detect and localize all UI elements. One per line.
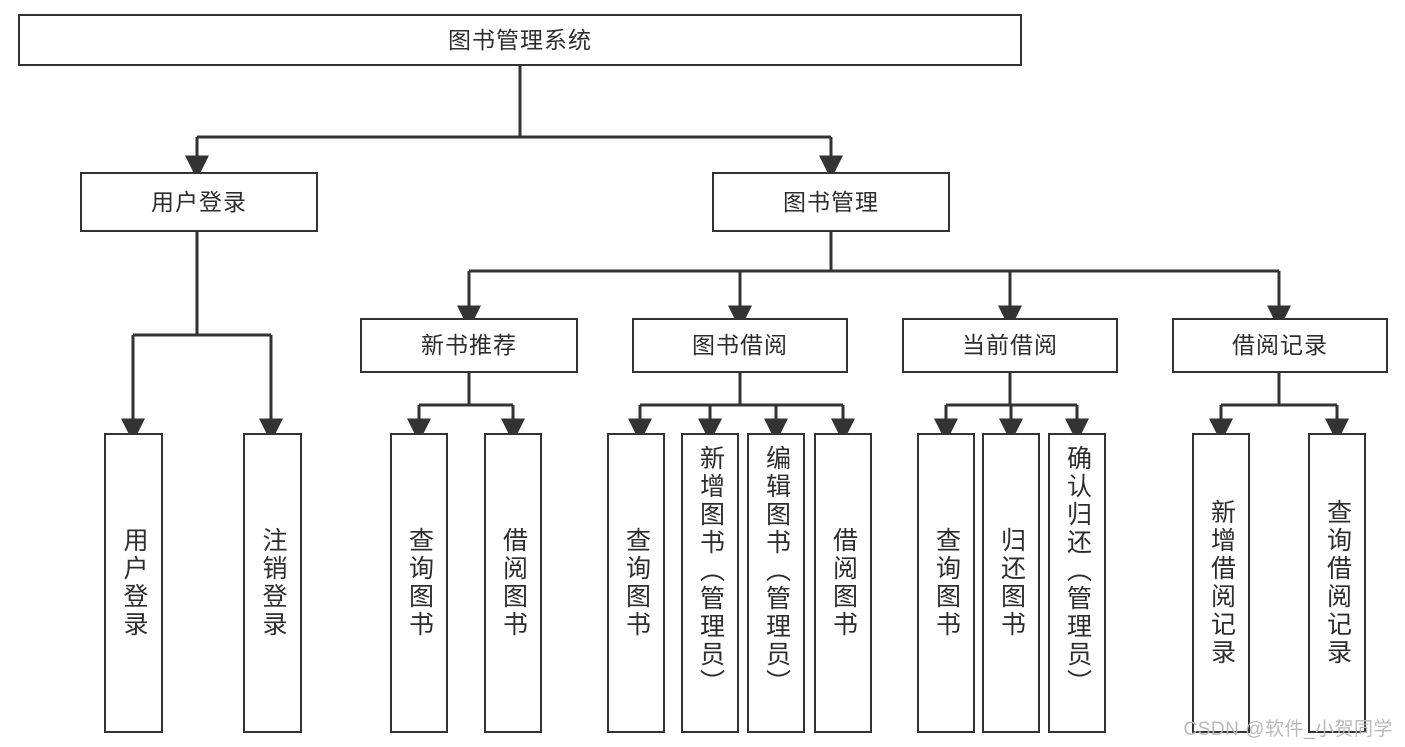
node-label: 确认归还（管理员） — [1063, 445, 1092, 697]
leaf-edit-book[interactable]: 编辑图书（管理员） — [747, 433, 805, 733]
node-label: 注销登录 — [259, 527, 287, 639]
node-label: 用户登录 — [151, 188, 247, 215]
node-new-book-recommend[interactable]: 新书推荐 — [360, 318, 578, 373]
node-label: 查询图书 — [405, 527, 434, 639]
node-label: 借阅图书 — [499, 527, 528, 639]
node-label: 图书管理系统 — [448, 26, 592, 53]
node-book-borrow[interactable]: 图书借阅 — [632, 318, 848, 373]
node-user-login[interactable]: 用户登录 — [80, 172, 318, 232]
node-label: 查询图书 — [622, 527, 651, 639]
leaf-return-book[interactable]: 归还图书 — [982, 433, 1040, 733]
leaf-user-login[interactable]: 用户登录 — [104, 433, 163, 733]
leaf-add-book[interactable]: 新增图书（管理员） — [681, 433, 739, 733]
leaf-logout-login[interactable]: 注销登录 — [243, 433, 302, 733]
leaf-borrow-book-1[interactable]: 借阅图书 — [484, 433, 542, 733]
leaf-confirm-return[interactable]: 确认归还（管理员） — [1048, 433, 1106, 733]
node-label: 新书推荐 — [421, 332, 517, 359]
node-root-system[interactable]: 图书管理系统 — [18, 14, 1022, 66]
leaf-query-book-2[interactable]: 查询图书 — [607, 433, 665, 733]
leaf-query-record[interactable]: 查询借阅记录 — [1308, 433, 1366, 733]
node-label: 编辑图书（管理员） — [762, 445, 791, 697]
node-label: 借阅记录 — [1232, 332, 1328, 359]
node-label: 新增借阅记录 — [1207, 499, 1236, 667]
node-label: 查询借阅记录 — [1323, 499, 1352, 667]
node-label: 用户登录 — [120, 527, 148, 639]
node-label: 新增图书（管理员） — [696, 445, 725, 697]
watermark-text: CSDN @软件_小贺同学 — [1183, 719, 1393, 740]
leaf-query-book-1[interactable]: 查询图书 — [390, 433, 448, 733]
leaf-borrow-book-2[interactable]: 借阅图书 — [814, 433, 872, 733]
node-label: 图书借阅 — [692, 332, 788, 359]
node-label: 当前借阅 — [962, 332, 1058, 359]
node-book-management[interactable]: 图书管理 — [712, 172, 950, 232]
node-label: 归还图书 — [997, 527, 1026, 639]
leaf-add-record[interactable]: 新增借阅记录 — [1192, 433, 1250, 733]
node-label: 借阅图书 — [829, 527, 858, 639]
node-label: 查询图书 — [932, 527, 961, 639]
leaf-query-book-3[interactable]: 查询图书 — [917, 433, 975, 733]
node-label: 图书管理 — [783, 188, 879, 215]
node-borrow-record[interactable]: 借阅记录 — [1172, 318, 1388, 373]
node-current-borrow[interactable]: 当前借阅 — [902, 318, 1118, 373]
